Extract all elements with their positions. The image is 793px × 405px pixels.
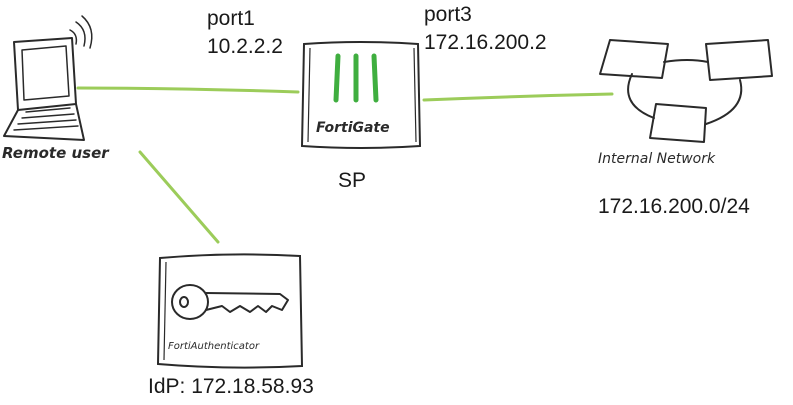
port1-ip-label: 10.2.2.2 [207,35,283,58]
fortiauthenticator-device-icon [156,253,304,369]
link-remote-to-fortiauthenticator [138,150,220,244]
link-fortigate-to-internal [422,92,614,102]
idp-role-label: IdP: 172.18.58.93 [148,375,314,398]
remote-user-label: Remote user [2,144,109,162]
key-icon [171,284,289,320]
port1-name-label: port1 [207,7,255,30]
fortiauthenticator-label: FortiAuthenticator [168,341,260,352]
laptop-icon [3,15,93,141]
port3-name-label: port3 [424,3,472,26]
port3-ip-label: 172.16.200.2 [424,31,547,54]
fortigate-label: FortiGate [316,120,390,136]
sp-role-label: SP [338,169,367,192]
internal-network-label: Internal Network [598,151,716,167]
internal-subnet-label: 172.16.200.0/24 [598,195,750,218]
link-remote-to-fortigate [76,86,300,94]
links [76,86,614,244]
internal-network-icon [599,39,773,143]
fortigate-device-icon [300,41,422,149]
